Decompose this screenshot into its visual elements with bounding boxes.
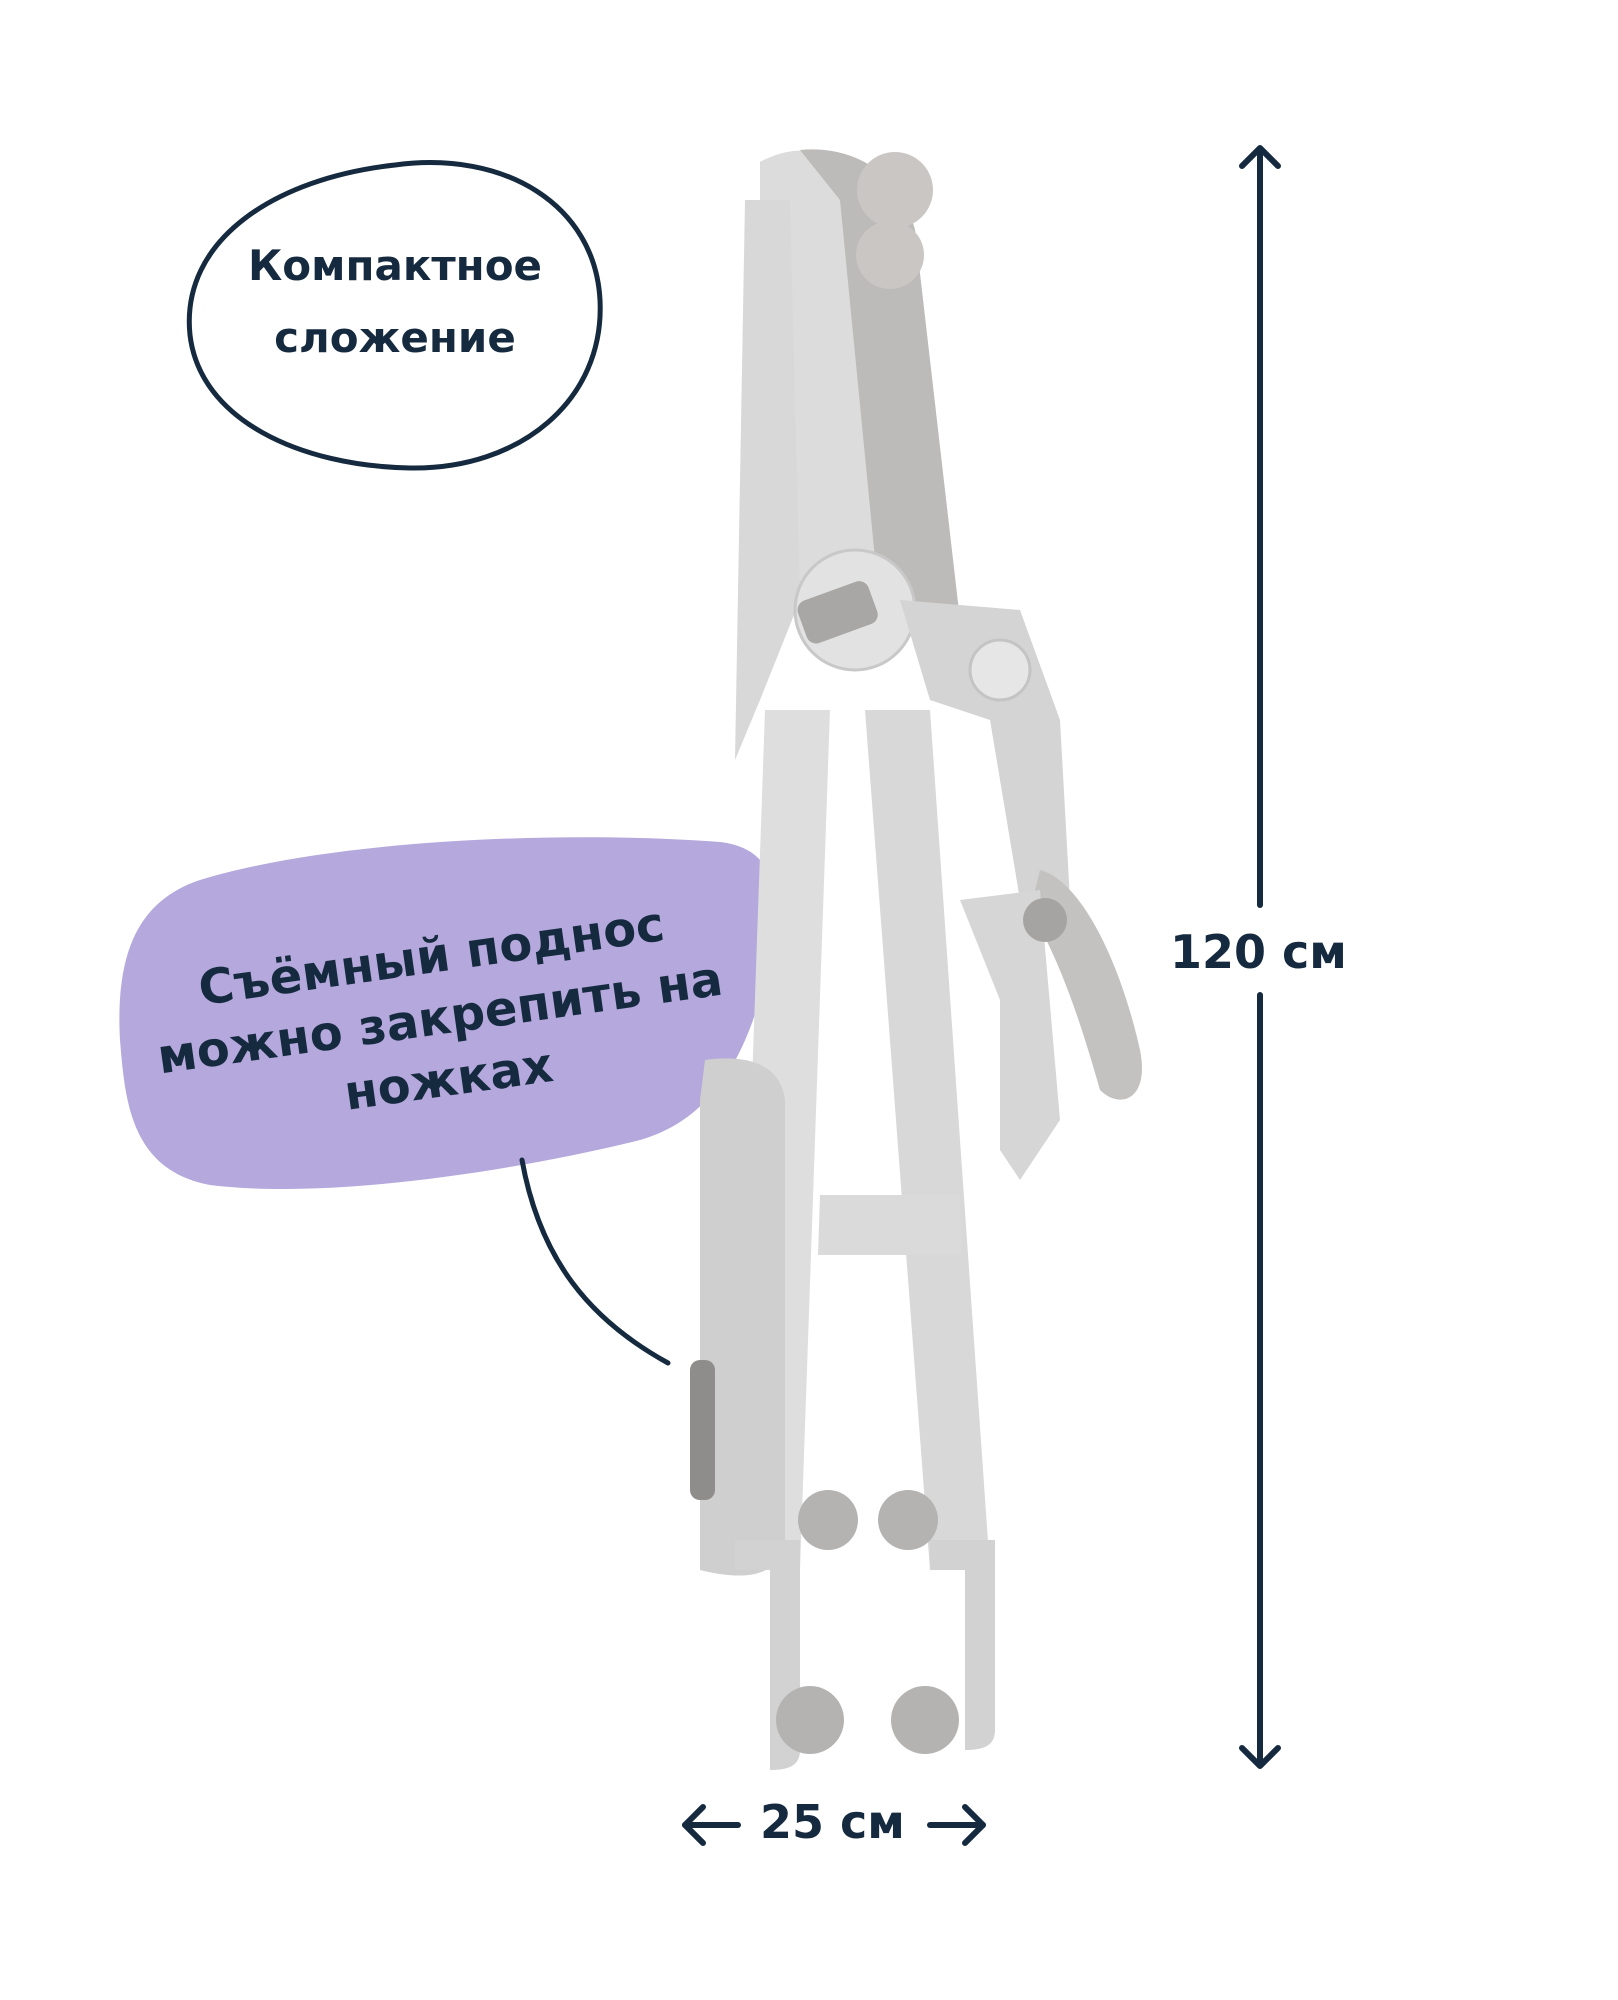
arrow-left-icon [682, 1804, 706, 1846]
chair-ear-top [857, 152, 933, 228]
chair-leg-rest [960, 890, 1060, 1180]
chair-hinge-button [797, 581, 878, 644]
tray-pointer-line [519, 1157, 671, 1366]
chair-recline-knob [968, 638, 1032, 702]
chair-leg-rest-knob [1023, 898, 1067, 942]
chair-side-panel [735, 200, 800, 760]
tray-handle [690, 1360, 715, 1500]
wheel-lower-rear [891, 1686, 959, 1754]
wheel-upper-rear [878, 1490, 938, 1550]
arrow-down-icon [1239, 1745, 1281, 1769]
chair-cushion [800, 149, 960, 639]
chair-rear-foot [930, 1540, 995, 1750]
chair-ear-bottom [856, 221, 924, 289]
arrow-up-icon [1239, 145, 1281, 169]
chair-crossbar [818, 1195, 962, 1255]
wheel-upper-front [798, 1490, 858, 1550]
wheel-lower-front [776, 1686, 844, 1754]
tray-on-legs [700, 1058, 785, 1576]
chair-rear-leg [865, 710, 990, 1570]
arrow-right-icon [962, 1804, 986, 1846]
height-label: 120 см [1170, 925, 1347, 979]
width-label: 25 см [760, 1795, 905, 1849]
folding-callout-text: Компактное сложение [247, 241, 543, 362]
